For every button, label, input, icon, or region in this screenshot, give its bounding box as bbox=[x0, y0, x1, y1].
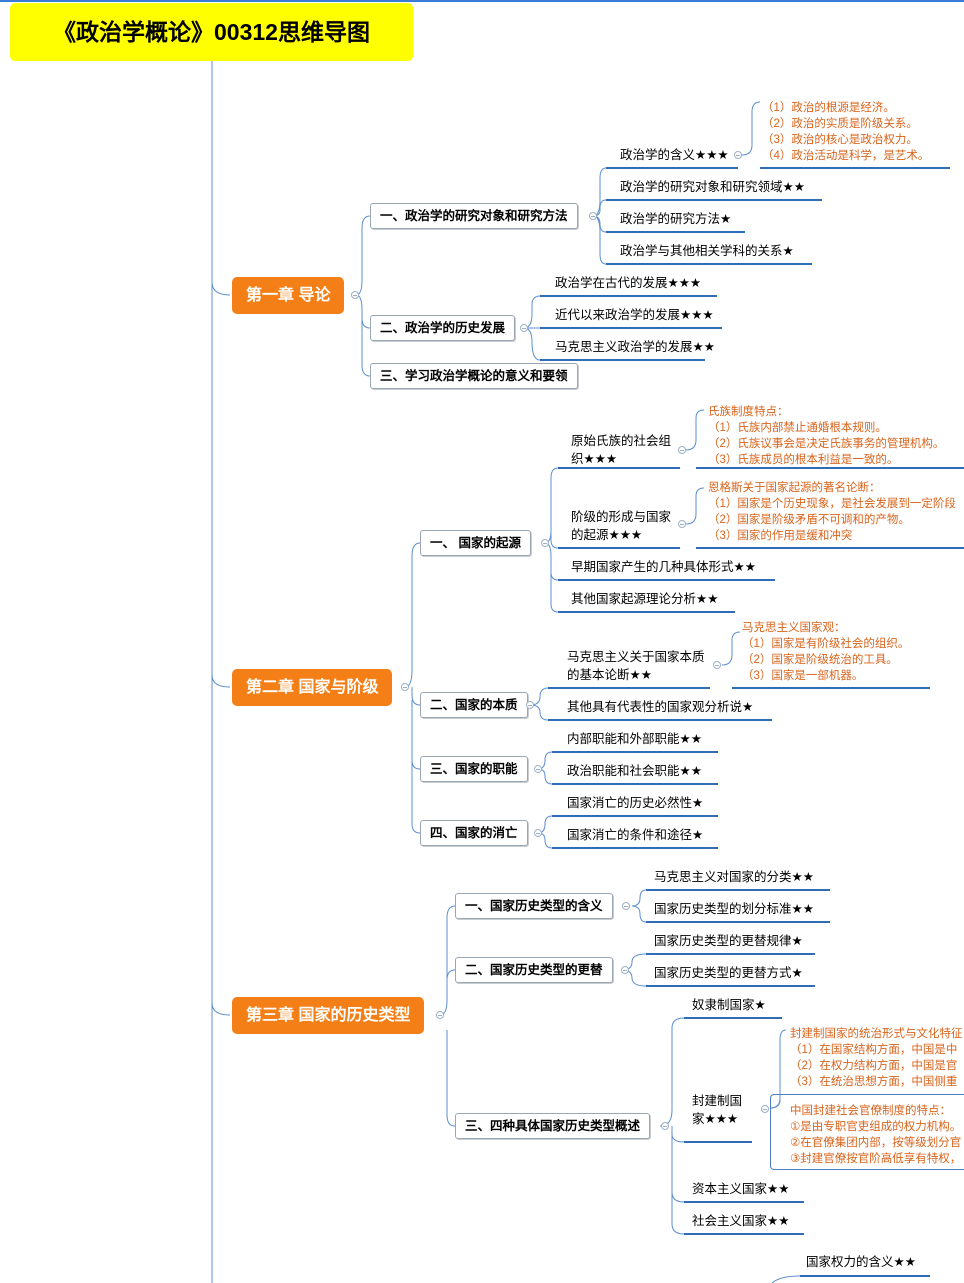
leaf-node[interactable]: 其他国家起源理论分析★★ bbox=[571, 592, 719, 606]
leaf-node[interactable]: 政治学的研究方法★ bbox=[620, 212, 732, 226]
note-text: （3）在统治思想方面，中国侧重 bbox=[790, 1076, 958, 1088]
leaf-node[interactable]: 政治学的含义★★★ bbox=[620, 148, 729, 162]
leaf-node[interactable]: 国家历史类型的更替方式★ bbox=[654, 966, 803, 980]
leaf-node[interactable]: 国家历史类型的划分标准★★ bbox=[654, 902, 814, 916]
note-text: （2）国家是阶级矛盾不可调和的产物。 bbox=[708, 514, 910, 526]
leaf-node[interactable]: 近代以来政治学的发展★★★ bbox=[555, 308, 714, 322]
note-text: 氏族制度特点： bbox=[708, 406, 789, 418]
leaf-node[interactable]: 封建制国家★★★ bbox=[692, 1094, 743, 1126]
collapse-toggle-icon[interactable] bbox=[678, 446, 686, 454]
note-text: （2）在权力结构方面，中国是官 bbox=[790, 1060, 958, 1072]
note-text: 中国封建社会官僚制度的特点： bbox=[790, 1105, 951, 1117]
leaf-node[interactable]: 资本主义国家★★ bbox=[692, 1182, 790, 1196]
note-text: （2）国家是阶级统治的工具。 bbox=[742, 654, 898, 666]
note-text: （1）国家是有阶级社会的组织。 bbox=[742, 638, 910, 650]
chapter-3-node[interactable]: 第三章 国家的历史类型 bbox=[232, 997, 425, 1034]
note-text: （1）氏族内部禁止通婚根本规则。 bbox=[708, 422, 887, 434]
map-title: 《政治学概论》00312思维导图 bbox=[10, 3, 413, 61]
section-2-3[interactable]: 三、国家的职能 bbox=[420, 756, 528, 782]
section-1-1[interactable]: 一、政治学的研究对象和研究方法 bbox=[370, 203, 578, 229]
collapse-toggle-icon[interactable] bbox=[761, 1105, 769, 1113]
note-text: 封建制国家的统治形式与文化特征 bbox=[790, 1028, 963, 1040]
chapter-1-node[interactable]: 第一章 导论 bbox=[232, 277, 345, 314]
note-text: （1）国家是个历史现象，是社会发展到一定阶段 bbox=[708, 498, 956, 510]
leaf-node[interactable]: 马克思主义政治学的发展★★ bbox=[555, 340, 715, 354]
collapse-toggle-icon[interactable] bbox=[734, 151, 742, 159]
collapse-toggle-icon[interactable] bbox=[520, 324, 528, 332]
note-text: ②在官僚集团内部，按等级划分官 bbox=[790, 1137, 962, 1149]
collapse-toggle-icon[interactable] bbox=[534, 765, 542, 773]
leaf-node[interactable]: 政治学的研究对象和研究领域★★ bbox=[620, 180, 805, 194]
note-text: 恩格斯关于国家起源的著名论断： bbox=[708, 482, 881, 494]
note-text: （2）政治的实质是阶级关系。 bbox=[762, 118, 918, 130]
section-1-2[interactable]: 二、政治学的历史发展 bbox=[370, 315, 516, 341]
leaf-node[interactable]: 阶级的形成与国家的起源★★★ bbox=[571, 510, 672, 542]
note-text: （3）国家是一部机器。 bbox=[742, 670, 864, 682]
leaf-node[interactable]: 早期国家产生的几种具体形式★★ bbox=[571, 560, 756, 574]
leaf-node[interactable]: 原始氏族的社会组织★★★ bbox=[571, 434, 672, 466]
leaf-node[interactable]: 社会主义国家★★ bbox=[692, 1214, 790, 1228]
note-text: ③封建官僚按官阶高低享有特权， bbox=[790, 1153, 962, 1165]
collapse-toggle-icon[interactable] bbox=[661, 1122, 669, 1130]
section-1-3[interactable]: 三、学习政治学概论的意义和要领 bbox=[370, 363, 578, 389]
note-box bbox=[770, 1094, 964, 1170]
leaf-node[interactable]: 政治学在古代的发展★★★ bbox=[555, 276, 702, 290]
note-text: （3）氏族成员的根本利益是一致的。 bbox=[708, 454, 899, 466]
leaf-node[interactable]: 奴隶制国家★ bbox=[692, 998, 766, 1012]
collapse-toggle-icon[interactable] bbox=[678, 520, 686, 528]
collapse-toggle-icon[interactable] bbox=[436, 1011, 444, 1019]
note-text: （1）在国家结构方面，中国是中 bbox=[790, 1044, 958, 1056]
collapse-toggle-icon[interactable] bbox=[526, 701, 534, 709]
collapse-toggle-icon[interactable] bbox=[622, 902, 630, 910]
leaf-node[interactable]: 马克思主义关于国家本质的基本论断★★ bbox=[567, 650, 705, 682]
collapse-toggle-icon[interactable] bbox=[713, 661, 721, 669]
section-2-2[interactable]: 二、国家的本质 bbox=[420, 692, 528, 718]
note-text: （3）国家的作用是缓和冲突 bbox=[708, 530, 853, 542]
leaf-node[interactable]: 国家历史类型的更替规律★ bbox=[654, 934, 803, 948]
leaf-node[interactable]: 政治职能和社会职能★★ bbox=[567, 764, 702, 778]
note-text: （2）氏族议事会是决定氏族事务的管理机构。 bbox=[708, 438, 945, 450]
note-text: ①是由专职官吏组成的权力机构。 bbox=[790, 1121, 962, 1133]
note-text: （3）政治的核心是政治权力。 bbox=[762, 134, 918, 146]
collapse-toggle-icon[interactable] bbox=[541, 539, 549, 547]
note-text: （4）政治活动是科学，是艺术。 bbox=[762, 150, 930, 162]
section-3-1[interactable]: 一、国家历史类型的含义 bbox=[455, 893, 613, 919]
leaf-node[interactable]: 国家消亡的条件和途径★ bbox=[567, 828, 704, 842]
leaf-node[interactable]: 内部职能和外部职能★★ bbox=[567, 732, 702, 746]
collapse-toggle-icon[interactable] bbox=[589, 212, 597, 220]
collapse-toggle-icon[interactable] bbox=[621, 966, 629, 974]
chapter-2-node[interactable]: 第二章 国家与阶级 bbox=[232, 669, 393, 706]
leaf-node[interactable]: 政治学与其他相关学科的关系★ bbox=[620, 244, 794, 258]
collapse-toggle-icon[interactable] bbox=[401, 683, 409, 691]
leaf-node[interactable]: 马克思主义对国家的分类★★ bbox=[654, 870, 814, 884]
collapse-toggle-icon[interactable] bbox=[534, 829, 542, 837]
leaf-node[interactable]: 其他具有代表性的国家观分析说★ bbox=[567, 700, 754, 714]
section-2-1[interactable]: 一、 国家的起源 bbox=[420, 530, 531, 556]
section-3-2[interactable]: 二、国家历史类型的更替 bbox=[455, 957, 613, 983]
collapse-toggle-icon[interactable] bbox=[351, 291, 359, 299]
leaf-node[interactable]: 国家消亡的历史必然性★ bbox=[567, 796, 704, 810]
note-text: （1）政治的根源是经济。 bbox=[762, 102, 895, 114]
note-text: 马克思主义国家观： bbox=[742, 622, 846, 634]
leaf-node[interactable]: 国家权力的含义★★ bbox=[806, 1255, 916, 1269]
section-3-3[interactable]: 三、四种具体国家历史类型概述 bbox=[455, 1113, 651, 1139]
section-2-4[interactable]: 四、国家的消亡 bbox=[420, 820, 528, 846]
